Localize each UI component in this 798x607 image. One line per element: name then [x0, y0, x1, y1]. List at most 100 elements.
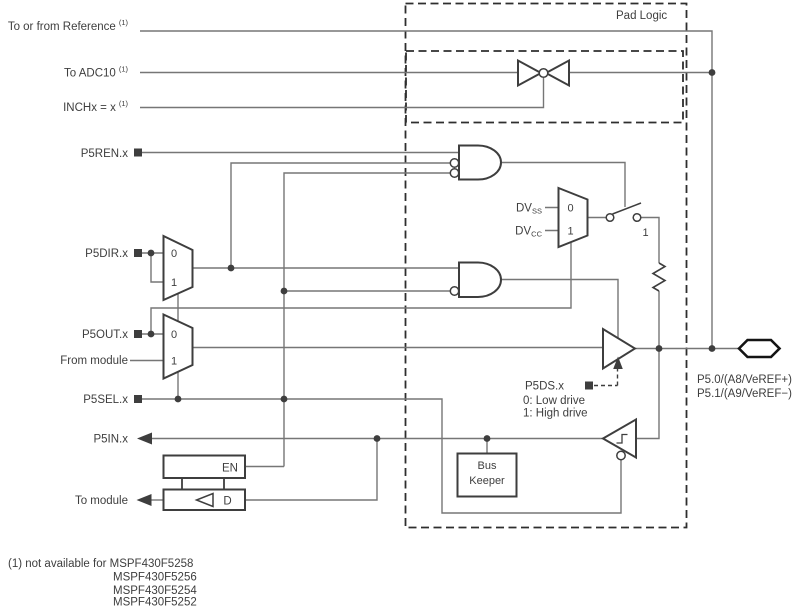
transmission-gate-control-bubble	[538, 67, 549, 79]
label-adc: To ADC10(1)	[64, 65, 128, 80]
switch-contact-left	[605, 212, 615, 223]
ren-nand-bubble-mid	[449, 158, 460, 168]
schmitt-enable-bubble	[616, 450, 626, 461]
junction-dot	[655, 345, 663, 352]
wire-reference-rail	[140, 30, 713, 349]
register-bit-squares	[134, 148, 593, 403]
p5ren-bit-square	[134, 148, 142, 157]
label-p5out: P5OUT.x	[82, 329, 128, 341]
p5dir-mux: 0 1	[162, 234, 194, 302]
switch-lever	[612, 202, 642, 215]
junction-dot	[147, 330, 155, 338]
junction-dot	[280, 395, 288, 403]
schmitt-triangle	[600, 417, 637, 460]
wire-driver-enable	[501, 278, 619, 338]
wire-sel-branch	[283, 172, 450, 467]
label-high-drive: 1: High drive	[523, 408, 588, 420]
output-driver	[602, 327, 637, 371]
wire-ren-nand-to-switch	[501, 161, 626, 207]
latch-direction-triangle-icon	[194, 492, 214, 508]
bus-keeper-box	[456, 452, 518, 498]
drive-nand-gate	[449, 261, 502, 298]
latch-d-label: D	[223, 496, 231, 508]
p5dir-mux-body	[162, 234, 194, 302]
label-reference: To or from Reference(1)	[8, 18, 129, 33]
wire-inch-control	[140, 78, 545, 109]
pad-hexagon	[737, 338, 782, 359]
label-p5sel: P5SEL.x	[83, 394, 128, 406]
junction-dot	[708, 69, 716, 76]
pull-resistor	[651, 262, 667, 292]
pad-name-line1: P5.0/(A8/VeREF+)	[697, 374, 792, 386]
drive-nand-bubble	[449, 286, 460, 296]
transmission-gate-left-triangle	[517, 58, 544, 88]
wire-p5dir-in	[142, 252, 164, 283]
wire-resistor-net	[641, 216, 660, 349]
footnote-line4: MSPF430F5252	[113, 597, 197, 607]
p5out-mux: 0 1	[162, 312, 194, 381]
p5sel-bit-square	[134, 395, 142, 403]
transmission-gate-right-triangle	[543, 58, 570, 88]
label-from-module: From module	[60, 355, 128, 367]
p5out-mux-1: 1	[171, 356, 177, 368]
wire-dir-to-ren-nand	[230, 162, 450, 268]
wire-dv-stubs	[545, 206, 559, 232]
junction-dot	[708, 345, 716, 352]
junction-dots	[147, 69, 716, 442]
bus-keeper-line2: Keeper	[469, 475, 505, 487]
p5out-bit-square	[134, 330, 142, 338]
footnote-line1: (1) not available for MSPF430F5258	[8, 558, 193, 570]
switch-label-1: 1	[643, 227, 649, 239]
p5dir-mux-0: 0	[171, 248, 177, 260]
pad-name-line2: P5.1/(A9/VeREF−)	[697, 388, 792, 400]
junction-dot	[483, 435, 491, 442]
input-latch: EN D	[162, 454, 246, 511]
junction-dot	[174, 395, 182, 403]
output-driver-triangle	[602, 327, 637, 371]
bus-keeper-line1: Bus	[478, 460, 497, 472]
ren-nand-body	[458, 144, 502, 181]
footnote-line3: MSPF430F5254	[113, 585, 197, 597]
junction-dot	[373, 435, 381, 442]
pull-mux-0: 0	[567, 203, 573, 215]
junction-dot	[147, 249, 155, 257]
switch-contact-right	[632, 212, 642, 223]
junction-dot	[280, 287, 288, 295]
pull-mux-1: 1	[567, 226, 573, 238]
latch-en-label: EN	[222, 463, 238, 475]
label-low-drive: 0: Low drive	[523, 395, 585, 407]
label-p5ren: P5REN.x	[81, 148, 129, 160]
to-module-arrow-icon	[136, 494, 152, 506]
footnote-line2: MSPF430F5256	[113, 572, 197, 584]
pull-mux: 0 1 DVSS DVCC	[515, 186, 589, 249]
dvcc-label: DVCC	[515, 226, 542, 239]
dvss-label: DVSS	[516, 203, 542, 216]
label-p5ds: P5DS.x	[525, 381, 564, 393]
ren-nand-bubble-bottom	[449, 168, 460, 178]
wire-d-latch-feed	[246, 438, 378, 501]
pad-logic-box	[404, 2, 688, 529]
label-inch: INCHx = x(1)	[63, 99, 128, 114]
signal-labels: To or from Reference(1) To ADC10(1) INCH…	[8, 18, 129, 507]
pad-logic-title: Pad Logic	[616, 10, 667, 22]
drive-nand-body	[458, 261, 502, 298]
wire-p5ds-dashed	[594, 369, 619, 387]
p5out-mux-body	[162, 312, 194, 381]
footnote: (1) not available for MSPF430F5258 MSPF4…	[8, 558, 197, 607]
p5ds-bit-square	[585, 381, 593, 390]
schmitt-trigger	[600, 417, 637, 461]
pad-logic-boundary	[404, 2, 688, 529]
p5dir-mux-1: 1	[171, 277, 177, 289]
pull-mux-body	[557, 186, 589, 249]
wires	[130, 30, 739, 514]
pull-switch: 1	[605, 202, 649, 239]
label-p5dir: P5DIR.x	[85, 248, 128, 260]
p5dir-bit-square	[134, 249, 142, 257]
wire-p5sel-enable	[142, 398, 622, 514]
transmission-gate	[517, 58, 570, 88]
latch-en-box	[162, 454, 246, 479]
p5in-arrow-icon	[137, 432, 152, 445]
bus-keeper: Bus Keeper	[456, 452, 518, 498]
